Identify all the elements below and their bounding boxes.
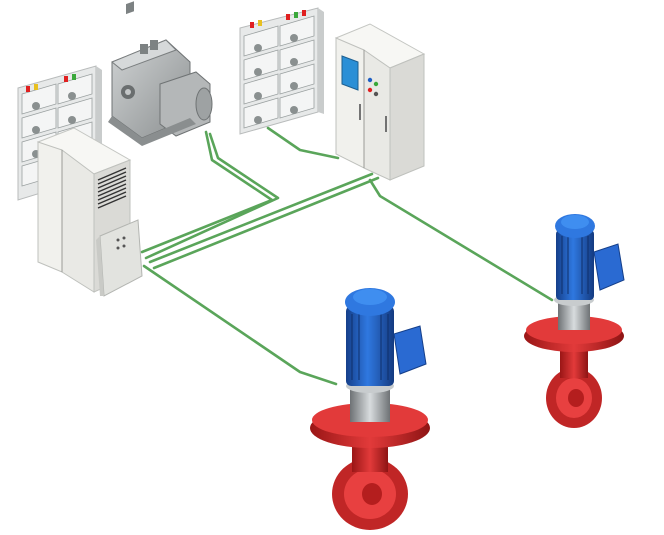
vent-grille (97, 167, 127, 209)
indicator-lights (26, 74, 76, 92)
engine-detail (121, 1, 158, 99)
cable-cabinet-to-junction (148, 172, 374, 264)
motor-fins (561, 236, 589, 294)
motor-fins (351, 314, 389, 380)
motor-cap-top (353, 289, 387, 305)
breaker-dials (254, 34, 298, 124)
switchboard-left (36, 127, 132, 293)
breaker-modules (243, 15, 315, 129)
cable-center-panel-to-cabinet (266, 126, 340, 160)
alternator (159, 71, 211, 137)
motor-cap-top (561, 215, 589, 229)
control-buttons (367, 77, 379, 97)
hmi-screen (341, 55, 359, 91)
cable-generator-to-junction-2 (144, 132, 280, 260)
thruster-front (310, 288, 430, 530)
cabinet-front-b (61, 149, 95, 293)
engine-base (108, 116, 196, 146)
terminal-box (593, 243, 625, 291)
thruster-rear (524, 214, 625, 428)
diesel-generator (108, 1, 213, 146)
motor-body (346, 306, 394, 386)
panel-side (318, 8, 324, 114)
terminal-box (393, 325, 427, 375)
motor-body (556, 230, 594, 300)
propeller-hub (362, 483, 382, 505)
propeller-hub (568, 389, 584, 407)
cabinet-front-b (363, 49, 391, 181)
door-handles (359, 104, 387, 132)
cabinet-side (389, 53, 425, 181)
alternator-end (195, 87, 213, 121)
cable-generator-to-junction (140, 130, 274, 254)
power-cables (140, 126, 554, 386)
cabinet-front-a (37, 141, 63, 273)
cable-cabinet-to-rear-thruster (368, 178, 554, 302)
cable-junction-to-front-thruster (142, 264, 338, 386)
drive-control-cabinet (334, 23, 426, 181)
junction-box (96, 219, 143, 297)
indicator-lights (250, 10, 306, 28)
cabinet-front-a (335, 37, 365, 169)
breaker-panel-center (239, 7, 324, 135)
box-front (96, 236, 104, 296)
box-switches (116, 236, 126, 250)
cable-cabinet-to-junction-2 (152, 176, 380, 270)
